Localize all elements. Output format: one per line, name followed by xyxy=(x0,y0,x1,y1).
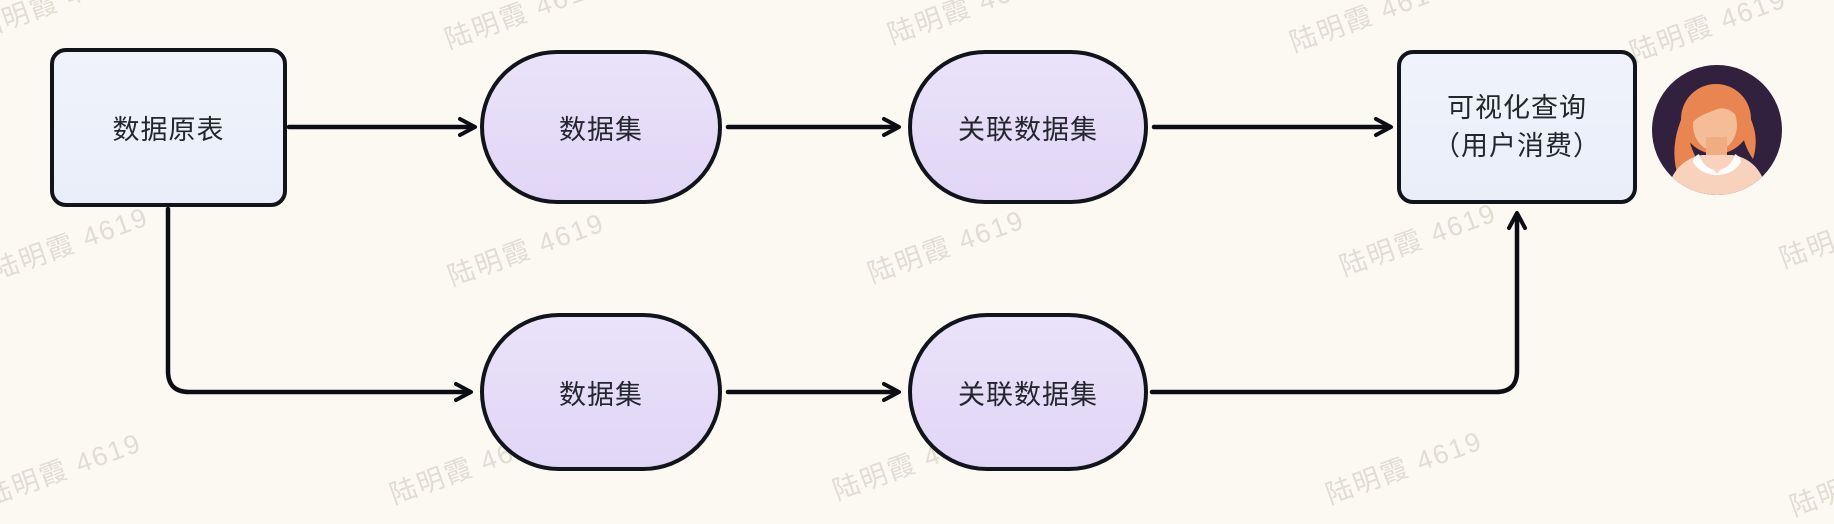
node-source-table-label: 数据原表 xyxy=(112,115,225,145)
node-linked-dataset-top-label: 关联数据集 xyxy=(958,114,1098,145)
arrow-linked-bottom-to-visual-query xyxy=(1149,211,1527,395)
node-linked-dataset-bottom-label: 关联数据集 xyxy=(958,379,1098,410)
node-dataset-bottom: 数据集 xyxy=(480,313,722,471)
node-dataset-top: 数据集 xyxy=(480,50,722,204)
user-avatar-icon xyxy=(1652,65,1782,195)
node-dataset-top-label: 数据集 xyxy=(559,114,643,145)
node-visual-query-label-line1: 可视化查询 xyxy=(1447,93,1587,123)
node-linked-dataset-top: 关联数据集 xyxy=(908,50,1148,204)
node-source-table: 数据原表 xyxy=(50,48,287,207)
node-linked-dataset-bottom: 关联数据集 xyxy=(908,313,1148,471)
node-visual-query-label-line2: （用户消费） xyxy=(1433,131,1601,161)
node-dataset-bottom-label: 数据集 xyxy=(559,379,643,410)
node-visual-query: 可视化查询 （用户消费） xyxy=(1397,50,1637,204)
arrow-source-to-dataset-bottom xyxy=(165,206,473,402)
